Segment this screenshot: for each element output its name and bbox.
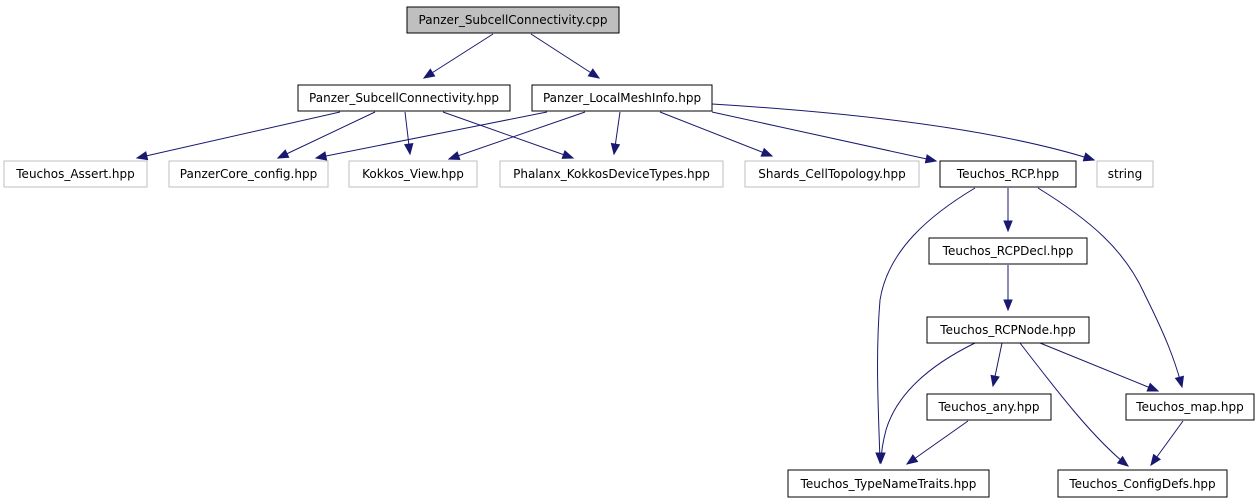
- edge-line: [1019, 342, 1129, 467]
- svg-text:Teuchos_ConfigDefs.hpp: Teuchos_ConfigDefs.hpp: [1068, 477, 1215, 491]
- arrowhead: [1003, 220, 1013, 233]
- node-teuchos-rcp[interactable]: Teuchos_RCP.hpp: [939, 160, 1077, 188]
- edge-teuchos-any-to-teuchos-typenametraits: [905, 420, 969, 465]
- edge-teuchos-rcp-to-teuchos-rcpdecl: [1003, 188, 1013, 233]
- svg-text:Teuchos_map.hpp: Teuchos_map.hpp: [1135, 400, 1243, 414]
- edge-line: [315, 111, 548, 159]
- edge-teuchos-rcpnode-to-teuchos-configdefs: [1019, 342, 1130, 467]
- edge-line: [906, 420, 969, 465]
- node-subcell-cpp[interactable]: Panzer_SubcellConnectivity.cpp: [406, 6, 620, 34]
- arrowhead: [990, 374, 1000, 388]
- node-shards-topology[interactable]: Shards_CellTopology.hpp: [744, 160, 920, 188]
- edge-subcell-hpp-to-kokkos-view: [404, 111, 414, 156]
- node-kokkos-view[interactable]: Kokkos_View.hpp: [348, 160, 478, 188]
- svg-text:Kokkos_View.hpp: Kokkos_View.hpp: [362, 167, 464, 181]
- edge-localmeshinfo-to-string: [711, 103, 1096, 162]
- node-teuchos-any[interactable]: Teuchos_any.hpp: [926, 393, 1052, 421]
- edge-line: [136, 111, 341, 159]
- svg-text:Panzer_SubcellConnectivity.cpp: Panzer_SubcellConnectivity.cpp: [419, 13, 608, 27]
- arrowhead: [1003, 299, 1013, 312]
- edge-teuchos-rcpnode-to-teuchos-map: [1039, 342, 1160, 392]
- svg-text:Panzer_SubcellConnectivity.hpp: Panzer_SubcellConnectivity.hpp: [309, 91, 499, 105]
- edge-line: [1039, 342, 1159, 392]
- edge-localmeshinfo-to-panzercore-config: [314, 111, 548, 161]
- edge-subcell-hpp-to-teuchos-assert: [135, 111, 341, 161]
- edge-subcell-hpp-to-phalanx-types: [442, 111, 575, 159]
- node-teuchos-rcpdecl[interactable]: Teuchos_RCPDecl.hpp: [928, 237, 1088, 265]
- edge-subcell-cpp-to-subcell-hpp: [422, 33, 494, 79]
- arrowhead: [760, 147, 774, 157]
- edge-teuchos-rcp-to-teuchos-map: [1037, 187, 1184, 389]
- edge-line: [442, 111, 574, 159]
- svg-text:Teuchos_Assert.hpp: Teuchos_Assert.hpp: [15, 167, 134, 181]
- node-panzercore-config[interactable]: PanzerCore_config.hpp: [168, 160, 329, 188]
- node-teuchos-configdefs[interactable]: Teuchos_ConfigDefs.hpp: [1057, 469, 1228, 498]
- edge-teuchos-rcpnode-to-teuchos-typenametraits: [876, 342, 976, 465]
- node-teuchos-map[interactable]: Teuchos_map.hpp: [1125, 393, 1255, 421]
- svg-text:Teuchos_RCP.hpp: Teuchos_RCP.hpp: [956, 167, 1059, 181]
- arrowhead: [561, 150, 575, 159]
- arrowhead: [1146, 382, 1160, 392]
- svg-text:Teuchos_any.hpp: Teuchos_any.hpp: [937, 400, 1039, 414]
- svg-text:PanzerCore_config.hpp: PanzerCore_config.hpp: [180, 167, 317, 181]
- edge-subcell-hpp-to-panzercore-config: [276, 111, 376, 159]
- arrowhead: [876, 452, 886, 465]
- edge-localmeshinfo-to-teuchos-rcp: [711, 111, 938, 164]
- arrowhead: [924, 154, 938, 164]
- node-local-mesh-info[interactable]: Panzer_LocalMeshInfo.hpp: [531, 84, 713, 112]
- node-subcell-hpp[interactable]: Panzer_SubcellConnectivity.hpp: [297, 84, 511, 112]
- edge-teuchos-rcpdecl-to-teuchos-rcpnode: [1003, 265, 1013, 312]
- arrowhead: [610, 142, 621, 156]
- arrowhead: [276, 149, 290, 159]
- edge-subcell-cpp-to-localmeshinfo: [530, 33, 601, 79]
- edge-line: [711, 111, 937, 162]
- svg-text:Phalanx_KokkosDeviceTypes.hpp: Phalanx_KokkosDeviceTypes.hpp: [513, 167, 710, 181]
- edge-line: [277, 111, 376, 159]
- svg-text:Shards_CellTopology.hpp: Shards_CellTopology.hpp: [758, 167, 906, 181]
- edge-teuchos-map-to-teuchos-configdefs: [1150, 420, 1184, 467]
- arrowhead: [1082, 152, 1096, 162]
- edge-line: [1037, 187, 1183, 388]
- arrowhead: [447, 151, 461, 161]
- arrowhead: [404, 143, 414, 156]
- edge-localmeshinfo-to-phalanx-types: [610, 111, 621, 156]
- edge-line: [423, 33, 494, 79]
- node-teuchos-rcpnode[interactable]: Teuchos_RCPNode.hpp: [926, 316, 1090, 344]
- edge-line: [530, 33, 600, 79]
- svg-text:string: string: [1108, 167, 1142, 181]
- arrowhead: [422, 68, 436, 79]
- node-string[interactable]: string: [1096, 160, 1154, 188]
- arrowhead: [905, 454, 919, 465]
- edge-localmeshinfo-to-shards-topology: [659, 111, 774, 157]
- edge-line: [877, 187, 976, 464]
- edge-teuchos-rcpnode-to-teuchos-any: [990, 342, 1003, 388]
- arrowhead: [135, 151, 149, 161]
- arrowhead: [314, 151, 328, 161]
- svg-text:Panzer_LocalMeshInfo.hpp: Panzer_LocalMeshInfo.hpp: [543, 91, 701, 105]
- arrowhead: [1150, 453, 1161, 467]
- node-teuchos-assert[interactable]: Teuchos_Assert.hpp: [3, 160, 148, 188]
- svg-text:Teuchos_RCPNode.hpp: Teuchos_RCPNode.hpp: [939, 323, 1075, 337]
- node-teuchos-typenametraits[interactable]: Teuchos_TypeNameTraits.hpp: [787, 469, 990, 498]
- edge-line: [448, 111, 586, 160]
- arrowhead: [587, 68, 601, 79]
- edge-localmeshinfo-to-kokkos-view: [447, 111, 586, 161]
- edge-line: [659, 111, 773, 157]
- arrowhead: [1116, 455, 1130, 467]
- node-phalanx-types[interactable]: Phalanx_KokkosDeviceTypes.hpp: [499, 160, 724, 188]
- svg-text:Teuchos_RCPDecl.hpp: Teuchos_RCPDecl.hpp: [942, 244, 1074, 258]
- edge-line: [711, 103, 1095, 161]
- svg-text:Teuchos_TypeNameTraits.hpp: Teuchos_TypeNameTraits.hpp: [800, 477, 977, 491]
- arrowhead: [1174, 375, 1184, 389]
- edges-layer: [135, 33, 1184, 467]
